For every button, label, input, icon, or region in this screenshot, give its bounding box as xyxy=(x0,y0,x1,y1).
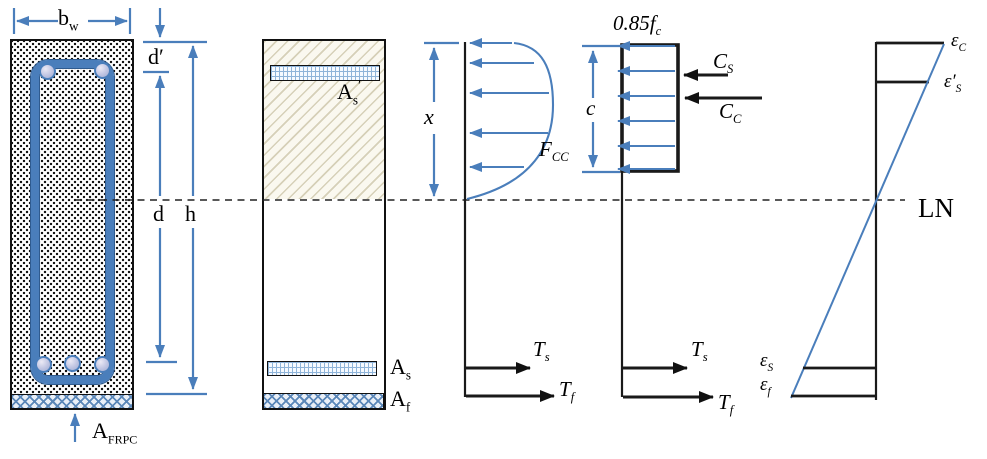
label-as: As xyxy=(390,354,412,383)
label-ln: LN xyxy=(918,193,954,223)
rebar-bottom-middle xyxy=(64,355,81,372)
label-as-prime: As′ xyxy=(337,77,362,108)
label-ts-parabolic: Ts xyxy=(533,337,550,365)
rebar-bottom-left xyxy=(35,356,52,373)
label-x: x xyxy=(424,104,434,129)
stress-block-rect xyxy=(620,43,680,173)
compression-steel-bar xyxy=(270,65,380,81)
label-fcc: FCC xyxy=(539,137,569,165)
label-d: d xyxy=(153,201,164,226)
label-cc: CC xyxy=(719,99,742,127)
label-bw: bw xyxy=(58,5,79,34)
label-ts-block: Ts xyxy=(691,337,708,365)
stirrup xyxy=(31,60,114,384)
label-eps-s-prime: ε′S xyxy=(944,71,962,95)
label-eps-c: εC xyxy=(951,30,967,54)
label-d-prime: d′ xyxy=(148,44,164,69)
label-tf-block: Tf xyxy=(718,390,734,418)
rebar-top-left xyxy=(39,63,56,80)
rebar-top-right xyxy=(94,62,111,79)
label-a-frpc: AFRPC xyxy=(92,418,138,447)
label-eps-f: εf xyxy=(760,374,771,398)
frp-layer-section1 xyxy=(11,394,133,409)
label-h: h xyxy=(185,201,196,226)
label-tf-parabolic: Tf xyxy=(559,377,575,405)
rect-stress-block-diagram xyxy=(617,41,762,403)
label-c: c xyxy=(586,96,596,120)
parabolic-stress-curve xyxy=(466,41,555,201)
label-af: Af xyxy=(390,386,411,415)
label-eps-s: εS xyxy=(760,350,774,374)
tension-steel-bar xyxy=(267,361,377,376)
frp-layer-section2 xyxy=(263,393,384,409)
rebar-bottom-right xyxy=(94,356,111,373)
label-cs: CS xyxy=(713,49,734,77)
label-085fc: 0.85fc xyxy=(613,11,662,39)
